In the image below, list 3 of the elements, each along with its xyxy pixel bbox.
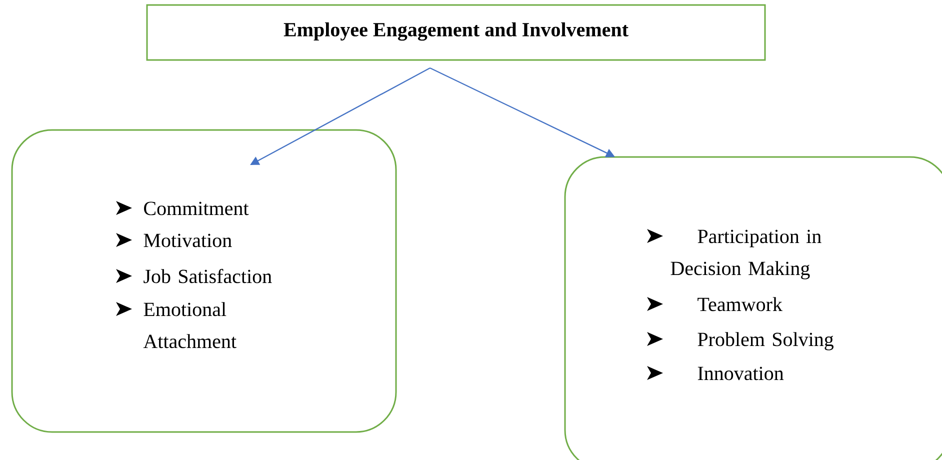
title-box: Employee Engagement and Involvement bbox=[146, 4, 766, 61]
rounded-box: Commitment Motivation Job Satisfaction Emotional Attachment bbox=[11, 129, 397, 433]
rounded-box: Participation in Decision Making Teamwork Problem Solving Innovation bbox=[564, 156, 942, 460]
